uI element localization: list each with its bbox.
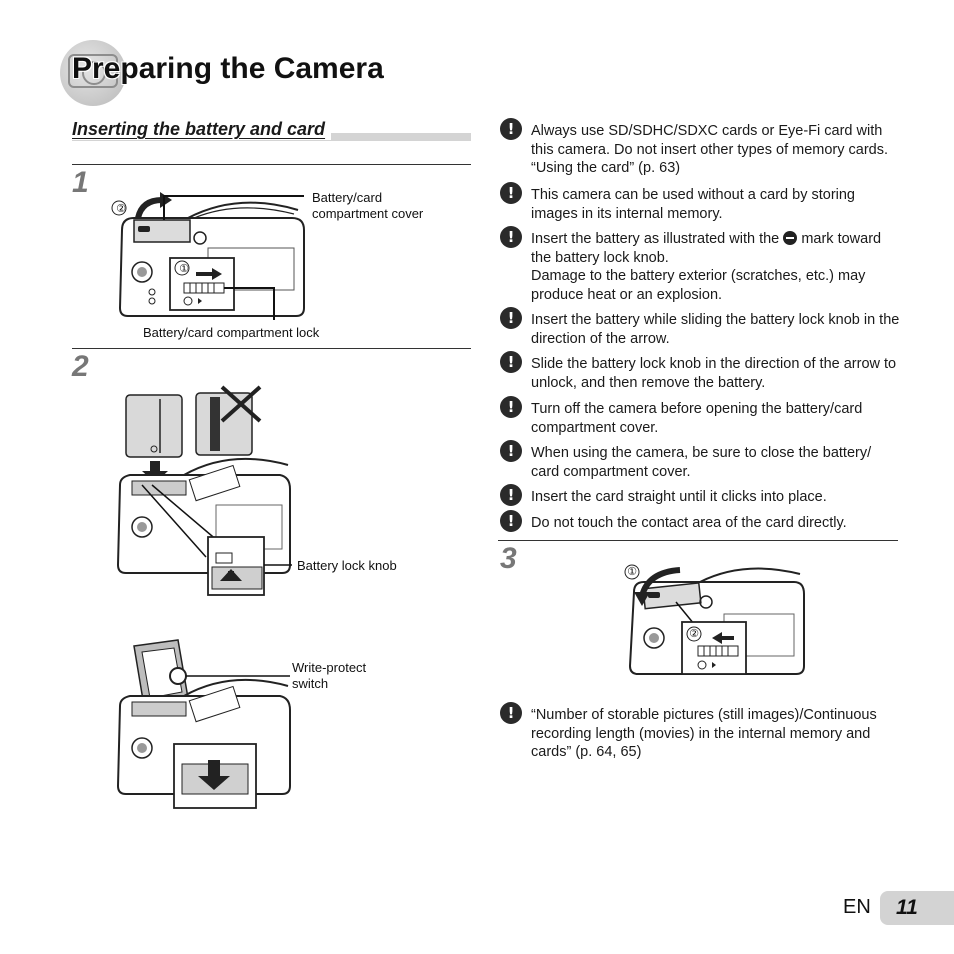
caution-icon: ! (500, 351, 522, 373)
step-3-callout-2: ② (689, 628, 699, 640)
caution-icon: ! (500, 118, 522, 140)
note-item: ! Turn off the camera before opening the… (498, 396, 902, 436)
step-2-card-illustration (112, 636, 292, 814)
write-protect-label: Write-protect switch (292, 660, 367, 691)
step-1-rule (72, 164, 471, 165)
note-item: ! Slide the battery lock knob in the dir… (498, 351, 902, 391)
page-number-tab: 11 (880, 891, 954, 925)
step-1-number: 1 (72, 166, 89, 199)
note-item: ! Always use SD/SDHC/SDXC cards or Eye-F… (498, 118, 902, 178)
note-text: Do not touch the contact area of the car… (531, 515, 847, 531)
note-text-after: mark toward the battery lock knob. (531, 231, 882, 266)
caution-icon: ! (500, 226, 522, 248)
note-text: Turn off the camera before opening the b… (531, 401, 863, 436)
page-number: 11 (896, 896, 918, 919)
note-text: Insert the card straight until it clicks… (531, 489, 827, 505)
note-item: ! Insert the battery as illustrated with… (498, 226, 902, 306)
step-1-callout-1: ① (179, 263, 189, 275)
caution-icon: ! (500, 702, 522, 724)
step-3-illustration (620, 562, 810, 680)
section-title: Inserting the battery and card (72, 119, 332, 140)
section-heading: Inserting the battery and card (72, 117, 471, 141)
step-1-callout-2: ② (116, 203, 126, 215)
note-text: This camera can be used without a card b… (531, 187, 855, 222)
note-text: Insert the battery while sliding the bat… (531, 312, 900, 347)
note-text: When using the camera, be sure to close … (531, 445, 872, 480)
bottom-note: ! “Number of storable pictures (still im… (498, 702, 902, 762)
camera-icon (60, 40, 126, 106)
note-item: ! Do not touch the contact area of the c… (498, 510, 902, 532)
battery-lock-knob-label: Battery lock knob (297, 558, 397, 573)
step-2-rule (72, 348, 471, 349)
caution-icon: ! (500, 440, 522, 462)
note-text: Insert the battery as illustrated with t… (531, 230, 901, 304)
step-2-number: 2 (72, 350, 89, 383)
page-title: Preparing the Camera (72, 52, 384, 85)
compartment-cover-label: Battery/card compartment cover (312, 190, 424, 221)
note-text: Slide the battery lock knob in the direc… (531, 356, 897, 391)
note-text-extra: Damage to the battery exterior (scratche… (531, 268, 866, 303)
step-1-illustration (108, 190, 308, 320)
note-text: “Number of storable pictures (still imag… (531, 707, 877, 760)
note-text: Always use SD/SDHC/SDXC cards or Eye-Fi … (531, 123, 888, 176)
note-text-before: Insert the battery as illustrated with t… (531, 231, 780, 247)
step-2-battery-illustration (112, 385, 292, 600)
caution-icon: ! (500, 396, 522, 418)
note-item: ! Insert the card straight until it clic… (498, 484, 902, 506)
compartment-lock-label: Battery/card compartment lock (143, 325, 320, 340)
step-3-rule (498, 540, 898, 541)
note-item: ! When using the camera, be sure to clos… (498, 440, 902, 480)
page-title-block: Preparing the Camera (60, 38, 480, 108)
note-item: ! Insert the battery while sliding the b… (498, 307, 902, 347)
caution-icon: ! (500, 307, 522, 329)
note-item: ! This camera can be used without a card… (498, 182, 902, 222)
minus-mark-icon (783, 231, 798, 245)
caution-icon: ! (500, 510, 522, 532)
step-3-number: 3 (500, 542, 517, 575)
step-3-callout-1: ① (627, 566, 637, 578)
page-language: EN (843, 896, 871, 918)
caution-icon: ! (500, 182, 522, 204)
caution-icon: ! (500, 484, 522, 506)
